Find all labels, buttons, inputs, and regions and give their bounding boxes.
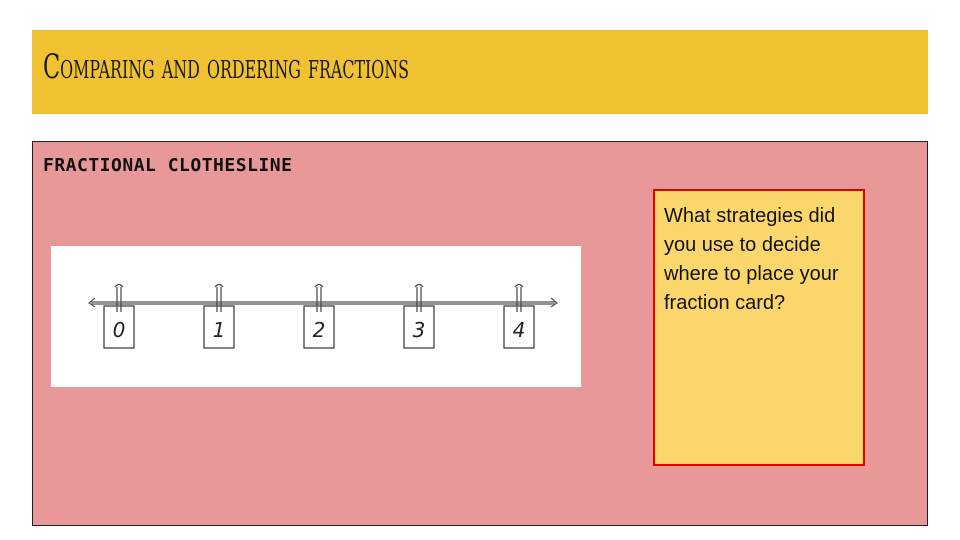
sticky-note: What strategies did you use to decide wh… xyxy=(653,189,865,466)
card-number: 3 xyxy=(413,318,426,342)
card-paper xyxy=(403,305,435,349)
section-heading: FRACTIONAL CLOTHESLINE xyxy=(43,155,293,176)
card-paper xyxy=(303,305,335,349)
card-number: 1 xyxy=(213,318,226,342)
card-paper xyxy=(103,305,135,349)
card-paper xyxy=(503,305,535,349)
clothespin-icon xyxy=(414,283,424,312)
clothesline-card: 0 xyxy=(103,283,135,349)
clothespin-icon xyxy=(214,283,224,312)
content-panel: FRACTIONAL CLOTHESLINE 0 1 2 3 4 What strate… xyxy=(32,141,928,526)
sticky-note-question: What strategies did you use to decide wh… xyxy=(664,205,839,314)
clothespin-icon xyxy=(114,283,124,312)
clothespin-icon xyxy=(314,283,324,312)
rope-end-left xyxy=(87,297,96,308)
clothesline-cards: 0 1 2 3 4 xyxy=(103,283,535,349)
card-number: 0 xyxy=(113,318,126,342)
slide-title: Comparing and ordering fractions xyxy=(43,47,409,87)
clothesline-card: 2 xyxy=(303,283,335,349)
card-number: 2 xyxy=(313,318,326,342)
clothesline-drawing: 0 1 2 3 4 xyxy=(87,283,559,349)
title-bar: Comparing and ordering fractions xyxy=(32,30,928,114)
clothesline-card: 1 xyxy=(203,283,235,349)
clothespin-icon xyxy=(514,283,524,312)
clothesline-illustration: 0 1 2 3 4 xyxy=(51,246,581,387)
clothesline-card: 4 xyxy=(503,283,535,349)
card-paper xyxy=(203,305,235,349)
card-number: 4 xyxy=(513,318,526,342)
clothesline-rope xyxy=(91,301,555,305)
clothesline-card: 3 xyxy=(403,283,435,349)
rope-end-right xyxy=(550,297,559,308)
